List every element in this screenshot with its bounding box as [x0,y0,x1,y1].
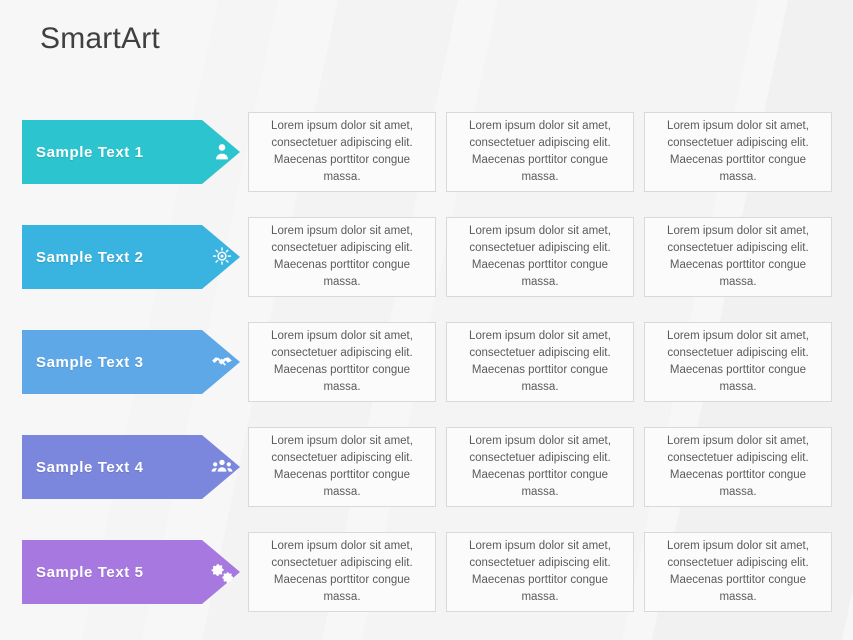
content-box-text: Lorem ipsum dolor sit amet, consectetuer… [271,120,413,183]
lightbulb-icon [205,217,239,297]
content-box-text: Lorem ipsum dolor sit amet, consectetuer… [271,540,413,603]
arrow-label: Sample Text 4 [36,458,144,476]
arrow-label: Sample Text 2 [36,248,144,266]
content-boxes: Lorem ipsum dolor sit amet, consectetuer… [248,217,848,297]
handshake-icon [205,322,239,402]
content-box[interactable]: Lorem ipsum dolor sit amet, consectetuer… [248,427,436,507]
arrow-banner-1[interactable]: Sample Text 1 [22,112,240,192]
content-box[interactable]: Lorem ipsum dolor sit amet, consectetuer… [248,532,436,612]
arrow-banner-3[interactable]: Sample Text 3 [22,322,240,402]
gears-icon [205,532,239,612]
content-box[interactable]: Lorem ipsum dolor sit amet, consectetuer… [248,217,436,297]
arrow-banner-4[interactable]: Sample Text 4 [22,427,240,507]
smartart-row: Sample Text 3 Lorem ipsum dolor sit amet,… [0,322,853,402]
content-box-text: Lorem ipsum dolor sit amet, consectetuer… [271,435,413,498]
arrow-label: Sample Text 5 [36,563,144,581]
content-box-text: Lorem ipsum dolor sit amet, consectetuer… [469,435,611,498]
content-box-text: Lorem ipsum dolor sit amet, consectetuer… [271,225,413,288]
content-box-text: Lorem ipsum dolor sit amet, consectetuer… [469,540,611,603]
smartart-row: Sample Text 5 Lorem ipsum dolor sit amet,… [0,532,853,612]
content-boxes: Lorem ipsum dolor sit amet, consectetuer… [248,427,848,507]
page-title: SmartArt [40,22,160,55]
content-box-text: Lorem ipsum dolor sit amet, consectetuer… [667,120,809,183]
content-box[interactable]: Lorem ipsum dolor sit amet, consectetuer… [446,322,634,402]
content-box[interactable]: Lorem ipsum dolor sit amet, consectetuer… [644,112,832,192]
content-box[interactable]: Lorem ipsum dolor sit amet, consectetuer… [644,532,832,612]
content-box-text: Lorem ipsum dolor sit amet, consectetuer… [667,540,809,603]
smartart-row: Sample Text 1 Lorem ipsum dolor sit amet,… [0,112,853,192]
content-box-text: Lorem ipsum dolor sit amet, consectetuer… [271,330,413,393]
smartart-row: Sample Text 2 Lorem ipsum dolor sit amet,… [0,217,853,297]
content-box[interactable]: Lorem ipsum dolor sit amet, consectetuer… [446,112,634,192]
content-box-text: Lorem ipsum dolor sit amet, consectetuer… [469,225,611,288]
content-boxes: Lorem ipsum dolor sit amet, consectetuer… [248,112,848,192]
arrow-banner-5[interactable]: Sample Text 5 [22,532,240,612]
content-box[interactable]: Lorem ipsum dolor sit amet, consectetuer… [446,427,634,507]
content-box[interactable]: Lorem ipsum dolor sit amet, consectetuer… [644,217,832,297]
content-box-text: Lorem ipsum dolor sit amet, consectetuer… [469,330,611,393]
content-box[interactable]: Lorem ipsum dolor sit amet, consectetuer… [446,217,634,297]
smartart-row: Sample Text 4 Lorem ipsum dolor sit amet,… [0,427,853,507]
arrow-banner-2[interactable]: Sample Text 2 [22,217,240,297]
content-box[interactable]: Lorem ipsum dolor sit amet, consectetuer… [248,112,436,192]
people-group-icon [205,427,239,507]
content-box[interactable]: Lorem ipsum dolor sit amet, consectetuer… [644,427,832,507]
content-boxes: Lorem ipsum dolor sit amet, consectetuer… [248,532,848,612]
content-box[interactable]: Lorem ipsum dolor sit amet, consectetuer… [446,532,634,612]
content-boxes: Lorem ipsum dolor sit amet, consectetuer… [248,322,848,402]
arrow-label: Sample Text 1 [36,143,144,161]
content-box-text: Lorem ipsum dolor sit amet, consectetuer… [469,120,611,183]
content-box-text: Lorem ipsum dolor sit amet, consectetuer… [667,330,809,393]
content-box[interactable]: Lorem ipsum dolor sit amet, consectetuer… [248,322,436,402]
content-box-text: Lorem ipsum dolor sit amet, consectetuer… [667,225,809,288]
person-icon [205,112,239,192]
content-box[interactable]: Lorem ipsum dolor sit amet, consectetuer… [644,322,832,402]
smartart-rows: Sample Text 1 Lorem ipsum dolor sit amet,… [0,112,853,637]
content-box-text: Lorem ipsum dolor sit amet, consectetuer… [667,435,809,498]
arrow-label: Sample Text 3 [36,353,144,371]
